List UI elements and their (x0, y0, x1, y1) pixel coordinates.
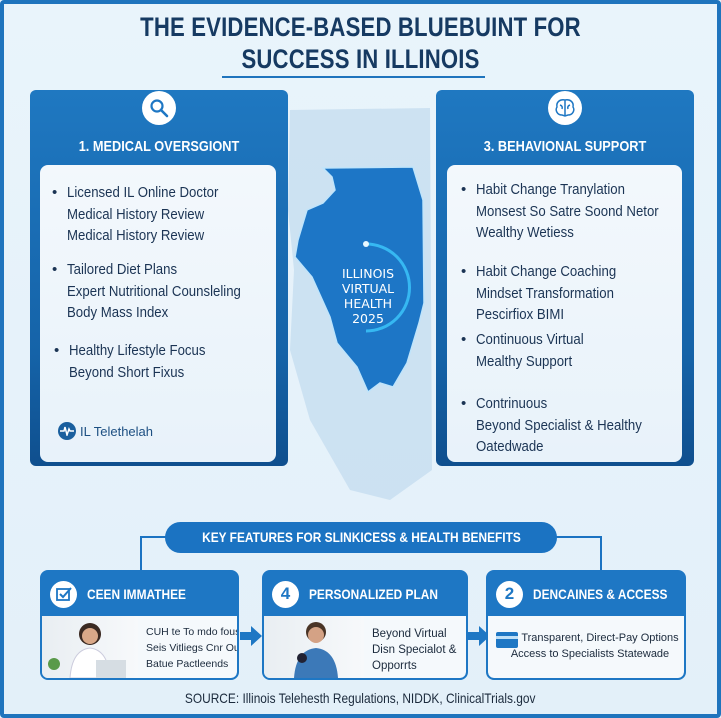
map-label-4: 2025 (352, 311, 384, 326)
connector-line (140, 536, 142, 572)
feature-label: PERSONALIZED PLAN (309, 586, 438, 602)
medical-oversight-panel: 1. MEDICAL OVERSGIONT •Licensed IL Onlin… (30, 90, 288, 466)
map-label-3: HEALTH (344, 296, 392, 311)
feature-label: DENCAINES & ACCESS (533, 586, 668, 602)
progress-dot (363, 241, 369, 247)
panel-heading: 1. MEDICAL OVERSGIONT (78, 138, 240, 155)
feature-box-3: 2 DENCAINES & ACCESS Transparent, Direct-… (486, 570, 686, 680)
illinois-state-shape (294, 166, 425, 394)
title-underline (222, 76, 485, 78)
connector-line (140, 536, 166, 538)
behavioral-support-panel: 3. BEHAVIONAL SUPPORT •Habit Change Tran… (436, 90, 694, 466)
map-label-1: ILLINOIS (342, 266, 394, 281)
doctor-photo (264, 616, 364, 678)
page-title-line2: SUCCESS IN ILLINOIS (241, 44, 480, 74)
doctor-photo (42, 616, 138, 678)
key-features-banner: KEY FEATURES FOR SLINKICESS & HEALTH BEN… (165, 522, 557, 553)
connector-line (600, 536, 602, 572)
source-citation: SOURCE: Illinois Telehesth Regulations, … (185, 690, 536, 706)
feature-label: CEEN IMMATHEE (87, 586, 186, 602)
progress-arc (365, 242, 411, 333)
brand-logo: IL Telethelah (58, 422, 153, 440)
map-label-2: VIRTUAL (342, 281, 394, 296)
checkbox-icon (50, 580, 77, 608)
page-title-line1: THE EVIDENCE-BASED BLUEBUINT FOR (140, 12, 581, 42)
search-icon (142, 91, 176, 125)
panel-heading: 3. BEHAVIONAL SUPPORT (483, 138, 647, 155)
arrow-right-icon (240, 626, 262, 646)
step-badge: 2 (496, 580, 523, 608)
brain-icon (548, 91, 582, 125)
arrow-right-icon (468, 626, 490, 646)
credit-card-icon (496, 632, 518, 648)
connector-line (556, 536, 602, 538)
illinois-map: ILLINOIS VIRTUAL HEALTH 2025 (288, 108, 432, 500)
heartbeat-icon (58, 422, 76, 440)
brand-name: IL Telethelah (80, 423, 154, 439)
step-badge: 4 (272, 580, 299, 608)
